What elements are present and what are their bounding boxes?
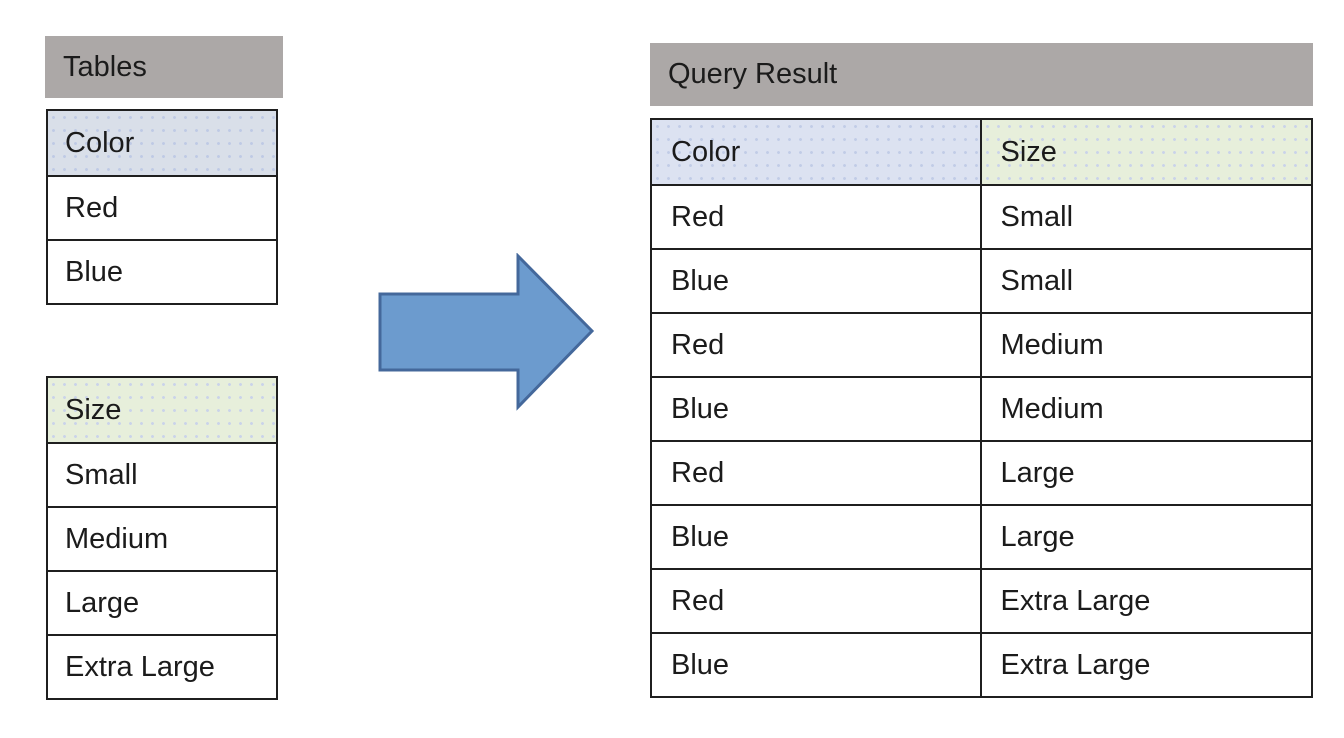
- result-cell: Medium: [1000, 328, 1104, 361]
- table-row: Blue Small: [652, 248, 1311, 312]
- table-row: Blue: [48, 239, 276, 303]
- table-row: Medium: [48, 506, 276, 570]
- table-row: Red Medium: [652, 312, 1311, 376]
- table-row: Small: [48, 442, 276, 506]
- result-cell: Blue: [652, 506, 982, 568]
- table-row: Red Small: [652, 184, 1311, 248]
- table-row: Red Large: [652, 440, 1311, 504]
- result-header-row: Color Size: [652, 120, 1311, 184]
- result-column-header-color: Color: [652, 120, 982, 184]
- result-cell: Small: [1000, 264, 1074, 297]
- result-cell: Red: [652, 314, 982, 376]
- color-table: Color Red Blue: [46, 109, 278, 305]
- table-row: Large: [48, 570, 276, 634]
- result-cell: Red: [652, 442, 982, 504]
- tables-section-title: Tables: [45, 36, 283, 98]
- query-result-table: Color Size Red Small Blue Small Red Medi…: [650, 118, 1313, 698]
- result-column-header-size: Size: [981, 120, 1311, 184]
- table-row: Extra Large: [48, 634, 276, 698]
- color-table-header: Color: [48, 111, 276, 175]
- table-row: Red Extra Large: [652, 568, 1311, 632]
- size-table: Size Small Medium Large Extra Large: [46, 376, 278, 700]
- result-cell: Blue: [652, 250, 982, 312]
- result-cell: Blue: [652, 378, 982, 440]
- result-cell: Red: [652, 570, 982, 632]
- result-cell: Extra Large: [1000, 648, 1151, 681]
- result-cell: Blue: [652, 634, 982, 696]
- query-result-section-title: Query Result: [650, 43, 1313, 106]
- result-cell: Medium: [1000, 392, 1104, 425]
- result-cell: Large: [1000, 456, 1075, 489]
- table-row: Blue Medium: [652, 376, 1311, 440]
- table-row: Blue Extra Large: [652, 632, 1311, 696]
- result-cell: Small: [1000, 200, 1074, 233]
- size-table-header: Size: [48, 378, 276, 442]
- result-cell: Extra Large: [1000, 584, 1151, 617]
- right-arrow-icon: [378, 252, 596, 411]
- table-row: Blue Large: [652, 504, 1311, 568]
- table-row: Red: [48, 175, 276, 239]
- result-cell: Red: [652, 186, 982, 248]
- result-cell: Large: [1000, 520, 1075, 553]
